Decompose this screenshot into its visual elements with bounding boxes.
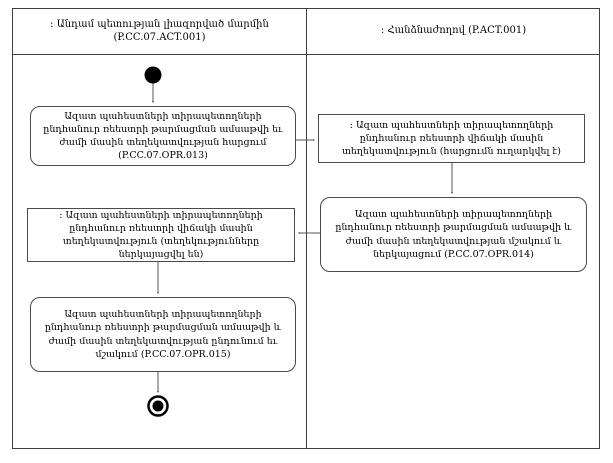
action-node-opr013: Ազատ պահեստների տիրապետողների ընդհանուր … (30, 106, 296, 166)
lane-title-member-state-body: : Անդամ պետության լիազորված մարմին (P.CC… (50, 18, 269, 44)
lane-divider (306, 8, 307, 449)
action-node-opr015: Ազատ պահեստների տիրապետողների ընդհանուր … (30, 297, 296, 372)
lane-title-commission: : Հանձնաժողով (P.ACT.001) (380, 25, 527, 37)
object-node-request-sent: : Ազատ պահեստների տիրապետողների ընդհանու… (318, 114, 585, 163)
final-node-inner-dot (152, 400, 164, 412)
object-node-info-submitted: : Ազատ պահեստների տիրապետողների ընդհանու… (27, 208, 295, 262)
lane-header-bottom-border (12, 54, 600, 55)
action-node-opr014: Ազատ պահեստների տիրապետողների ընդհանուր … (320, 197, 587, 272)
start-node-icon (144, 66, 162, 84)
